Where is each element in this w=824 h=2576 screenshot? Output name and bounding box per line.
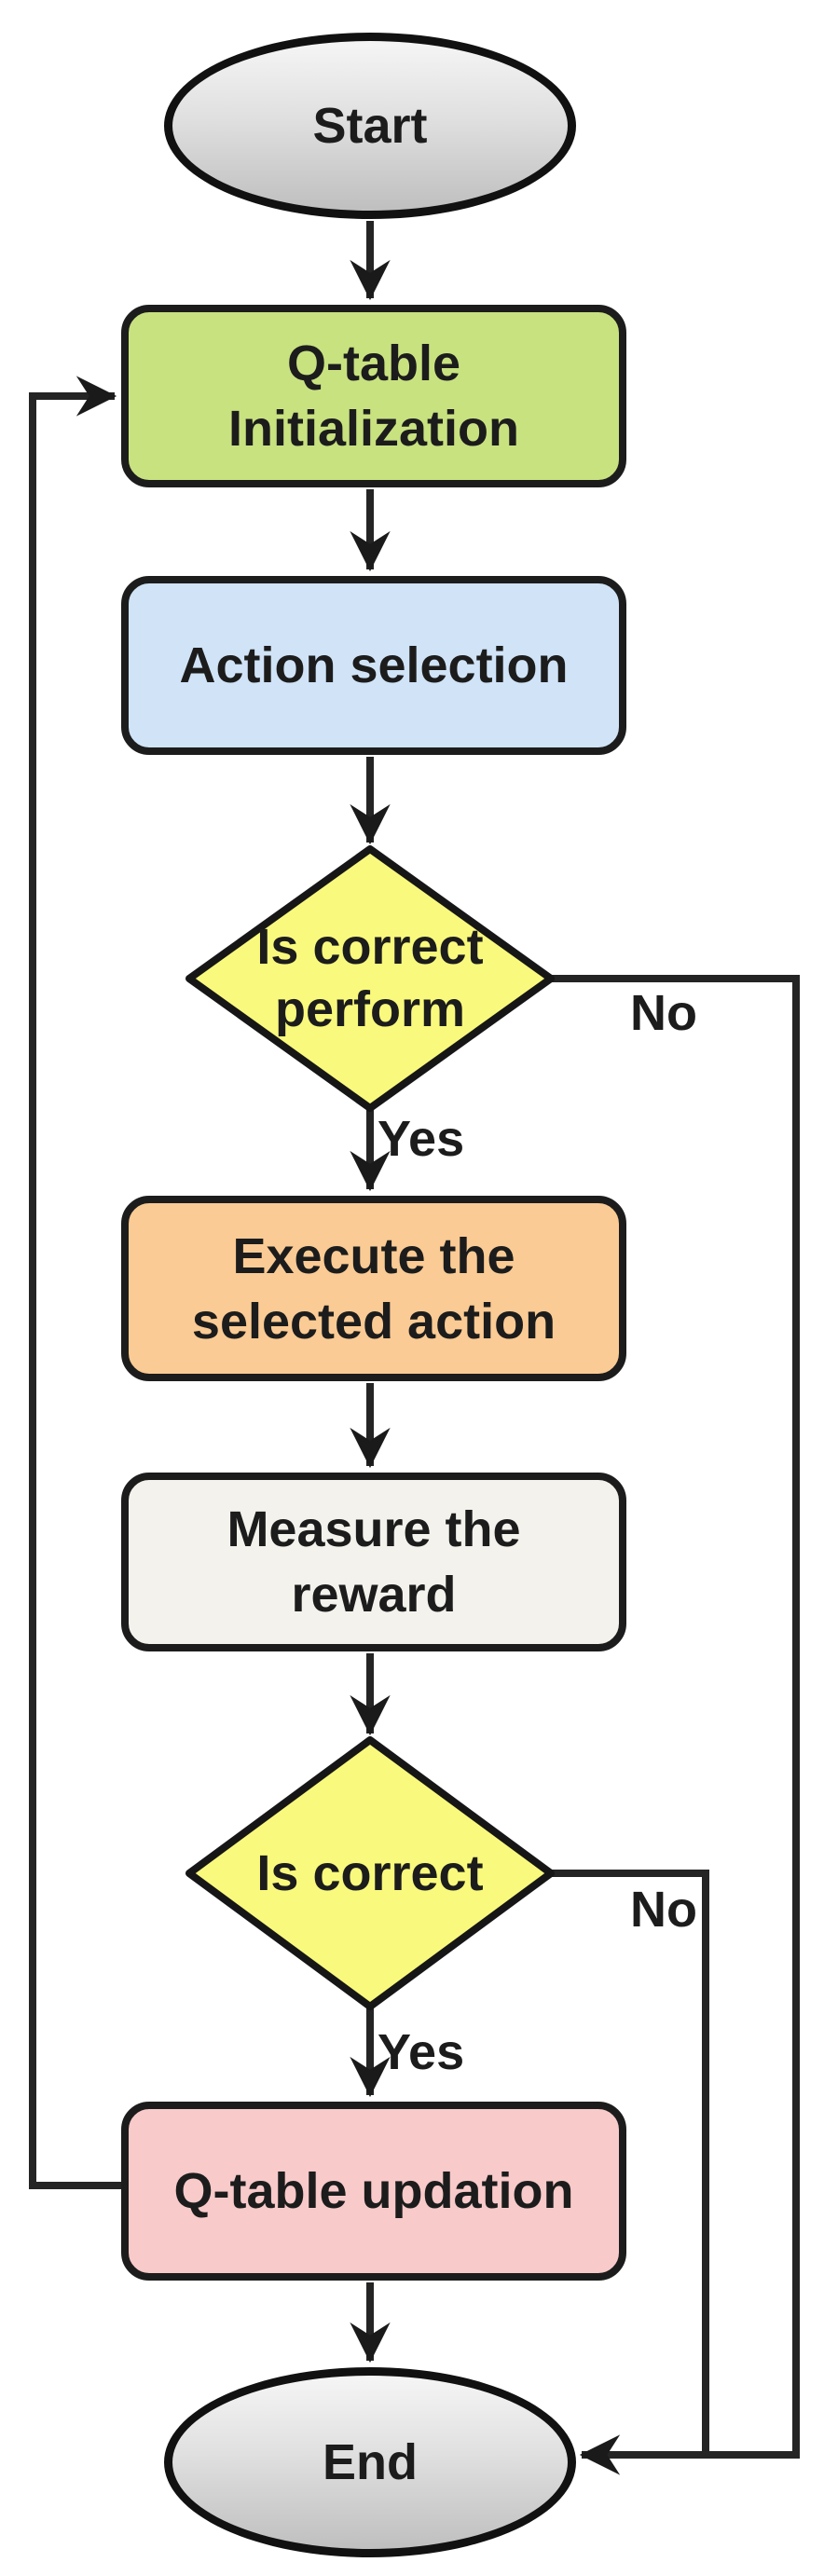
edge-label-no1: No [630,985,697,1041]
qtable-updation-label: Q-table updation [173,2163,574,2219]
start-node: Start [164,33,576,219]
end-node: End [164,2367,576,2557]
process-action-selection: Action selection [121,576,626,755]
measure-reward-label-line1: Measure the [227,1501,521,1557]
process-qtable-updation: Q-table updation [121,2102,626,2281]
execute-action-label-line2: selected action [191,1293,556,1350]
decision-correct-label: Is correct [189,1740,551,2007]
edge-updation-loop-to-init [29,376,121,2189]
end-label: End [323,2434,418,2490]
edge-label-yes2: Yes [378,2024,465,2080]
edge-decision1-no-to-end [551,975,800,2475]
execute-action-label-line1: Execute the [232,1227,515,1284]
process-qtable-initialization: Q-table Initialization [121,305,626,487]
decision-perform-line1: Is correct [256,919,484,975]
start-label: Start [312,98,428,154]
qtable-init-label-line1: Q-table [286,336,461,391]
decision-perform-shape [185,845,555,1112]
process-execute-action: Execute the selected action [121,1196,626,1381]
edge-decision2-no-join [551,1870,709,2455]
decision-perform-line2: perform [274,981,466,1037]
measure-reward-label-line2: reward [291,1567,457,1623]
decision-correct-line1: Is correct [256,1844,484,1901]
edge-label-yes1: Yes [378,1111,465,1167]
action-selection-label: Action selection [179,637,569,693]
decision-perform-label: Is correct perform [189,849,551,1108]
edge-label-no2: No [630,1882,697,1938]
process-measure-reward: Measure the reward [121,1473,626,1651]
decision-correct-shape [185,1736,555,2010]
qtable-init-label-line2: Initialization [227,401,519,457]
